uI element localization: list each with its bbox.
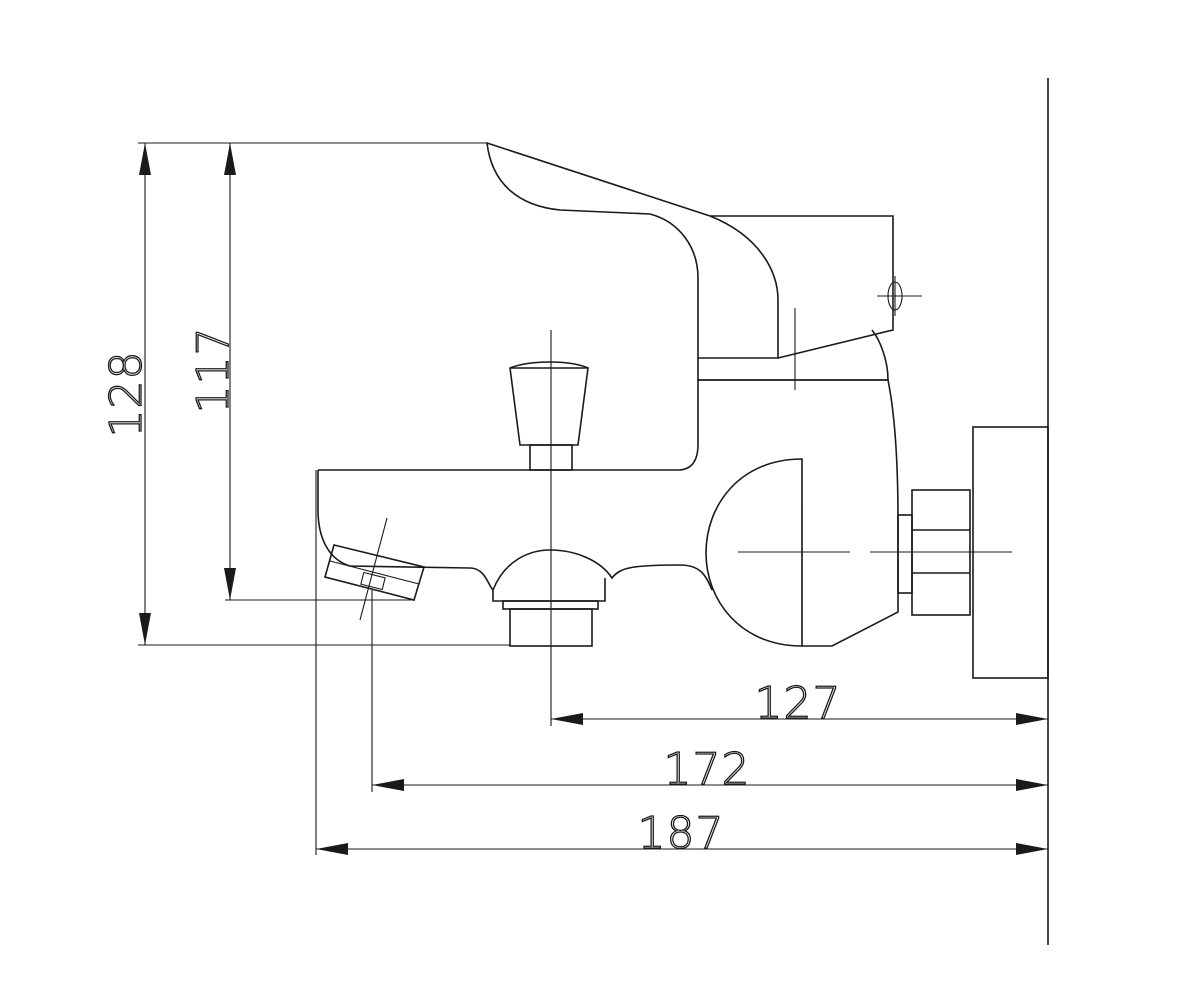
- lever-handle: [486, 141, 779, 359]
- faucet-body: [318, 379, 899, 647]
- spout-aerator: [324, 544, 426, 601]
- dimension-187: 187: [315, 470, 1048, 860]
- centre-lines: [550, 330, 1012, 726]
- dim-label-128: 128: [101, 351, 152, 438]
- outlet-nipple: [492, 578, 606, 647]
- dim-label-117: 117: [188, 327, 239, 414]
- diverter-boss: [705, 458, 803, 647]
- dim-label-187: 187: [638, 808, 725, 859]
- dimension-172: 172: [371, 590, 1048, 796]
- dim-label-127: 127: [755, 678, 842, 729]
- pivot-pin-icon: [877, 276, 922, 316]
- dimension-127: 127: [551, 677, 1048, 730]
- dim-label-172: 172: [664, 744, 751, 795]
- diverter-knob: [509, 361, 589, 471]
- body-lower-contour: [317, 470, 713, 592]
- lever-housing: [710, 215, 894, 359]
- dimension-128: 128: [100, 142, 510, 646]
- dimension-117: 117: [187, 143, 415, 601]
- aerator-axis: [359, 517, 388, 621]
